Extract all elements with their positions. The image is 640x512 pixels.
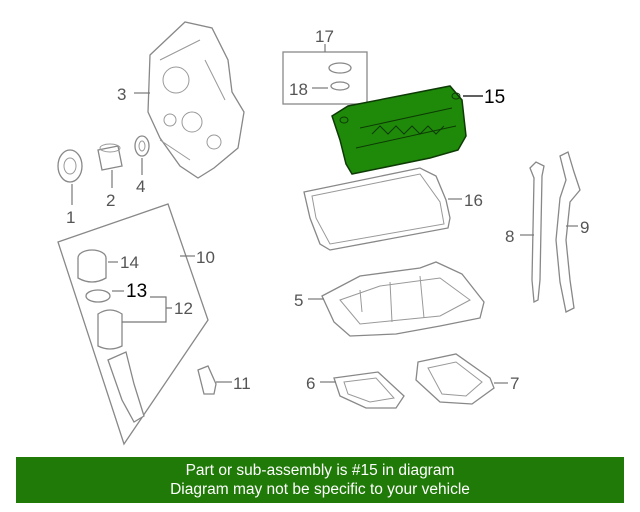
- part-5-oil-pan: [321, 261, 485, 337]
- callout-13: 13: [126, 281, 147, 302]
- part-4-seal: [134, 135, 150, 157]
- callout-16: 16: [464, 191, 483, 210]
- callout-5: 5: [294, 291, 303, 310]
- leader-12: [122, 296, 172, 323]
- callout-8: 8: [505, 227, 514, 246]
- part-6-lower-pan: [333, 371, 405, 409]
- info-banner: Part or sub-assembly is #15 in diagram D…: [16, 457, 624, 503]
- callout-1: 1: [66, 208, 75, 227]
- banner-line-part-info: Part or sub-assembly is #15 in diagram: [185, 462, 455, 479]
- callout-4: 4: [136, 177, 145, 196]
- banner-line-disclaimer: Diagram may not be specific to your vehi…: [170, 481, 470, 498]
- callout-7: 7: [510, 374, 519, 393]
- part-2-sleeve: [97, 143, 123, 171]
- part-15-valve-cover: [331, 85, 467, 175]
- part-17-cap-assembly: [282, 51, 368, 105]
- callout-12: 12: [174, 299, 193, 318]
- callout-10: 10: [196, 248, 215, 267]
- part-11-bracket: [197, 365, 217, 395]
- part-7-shield: [415, 353, 495, 405]
- callout-11: 11: [233, 374, 251, 393]
- part-9-dipstick-tube: [555, 151, 581, 313]
- callout-15: 15: [484, 87, 505, 108]
- callout-14: 14: [120, 253, 139, 272]
- callout-18: 18: [289, 80, 308, 99]
- callout-9: 9: [580, 218, 589, 237]
- callout-17: 17: [315, 27, 334, 46]
- part-10-oil-filter-housing-group: [57, 203, 209, 446]
- part-3-timing-cover: [147, 21, 245, 179]
- callout-2: 2: [106, 191, 115, 210]
- part-16-gasket: [303, 167, 451, 251]
- parts-diagram: 3 1 2 4 17 18 15 16: [57, 21, 589, 446]
- part-1-pulley: [57, 149, 83, 183]
- callout-6: 6: [306, 374, 315, 393]
- callout-3: 3: [117, 85, 126, 104]
- part-8-dipstick: [529, 161, 545, 304]
